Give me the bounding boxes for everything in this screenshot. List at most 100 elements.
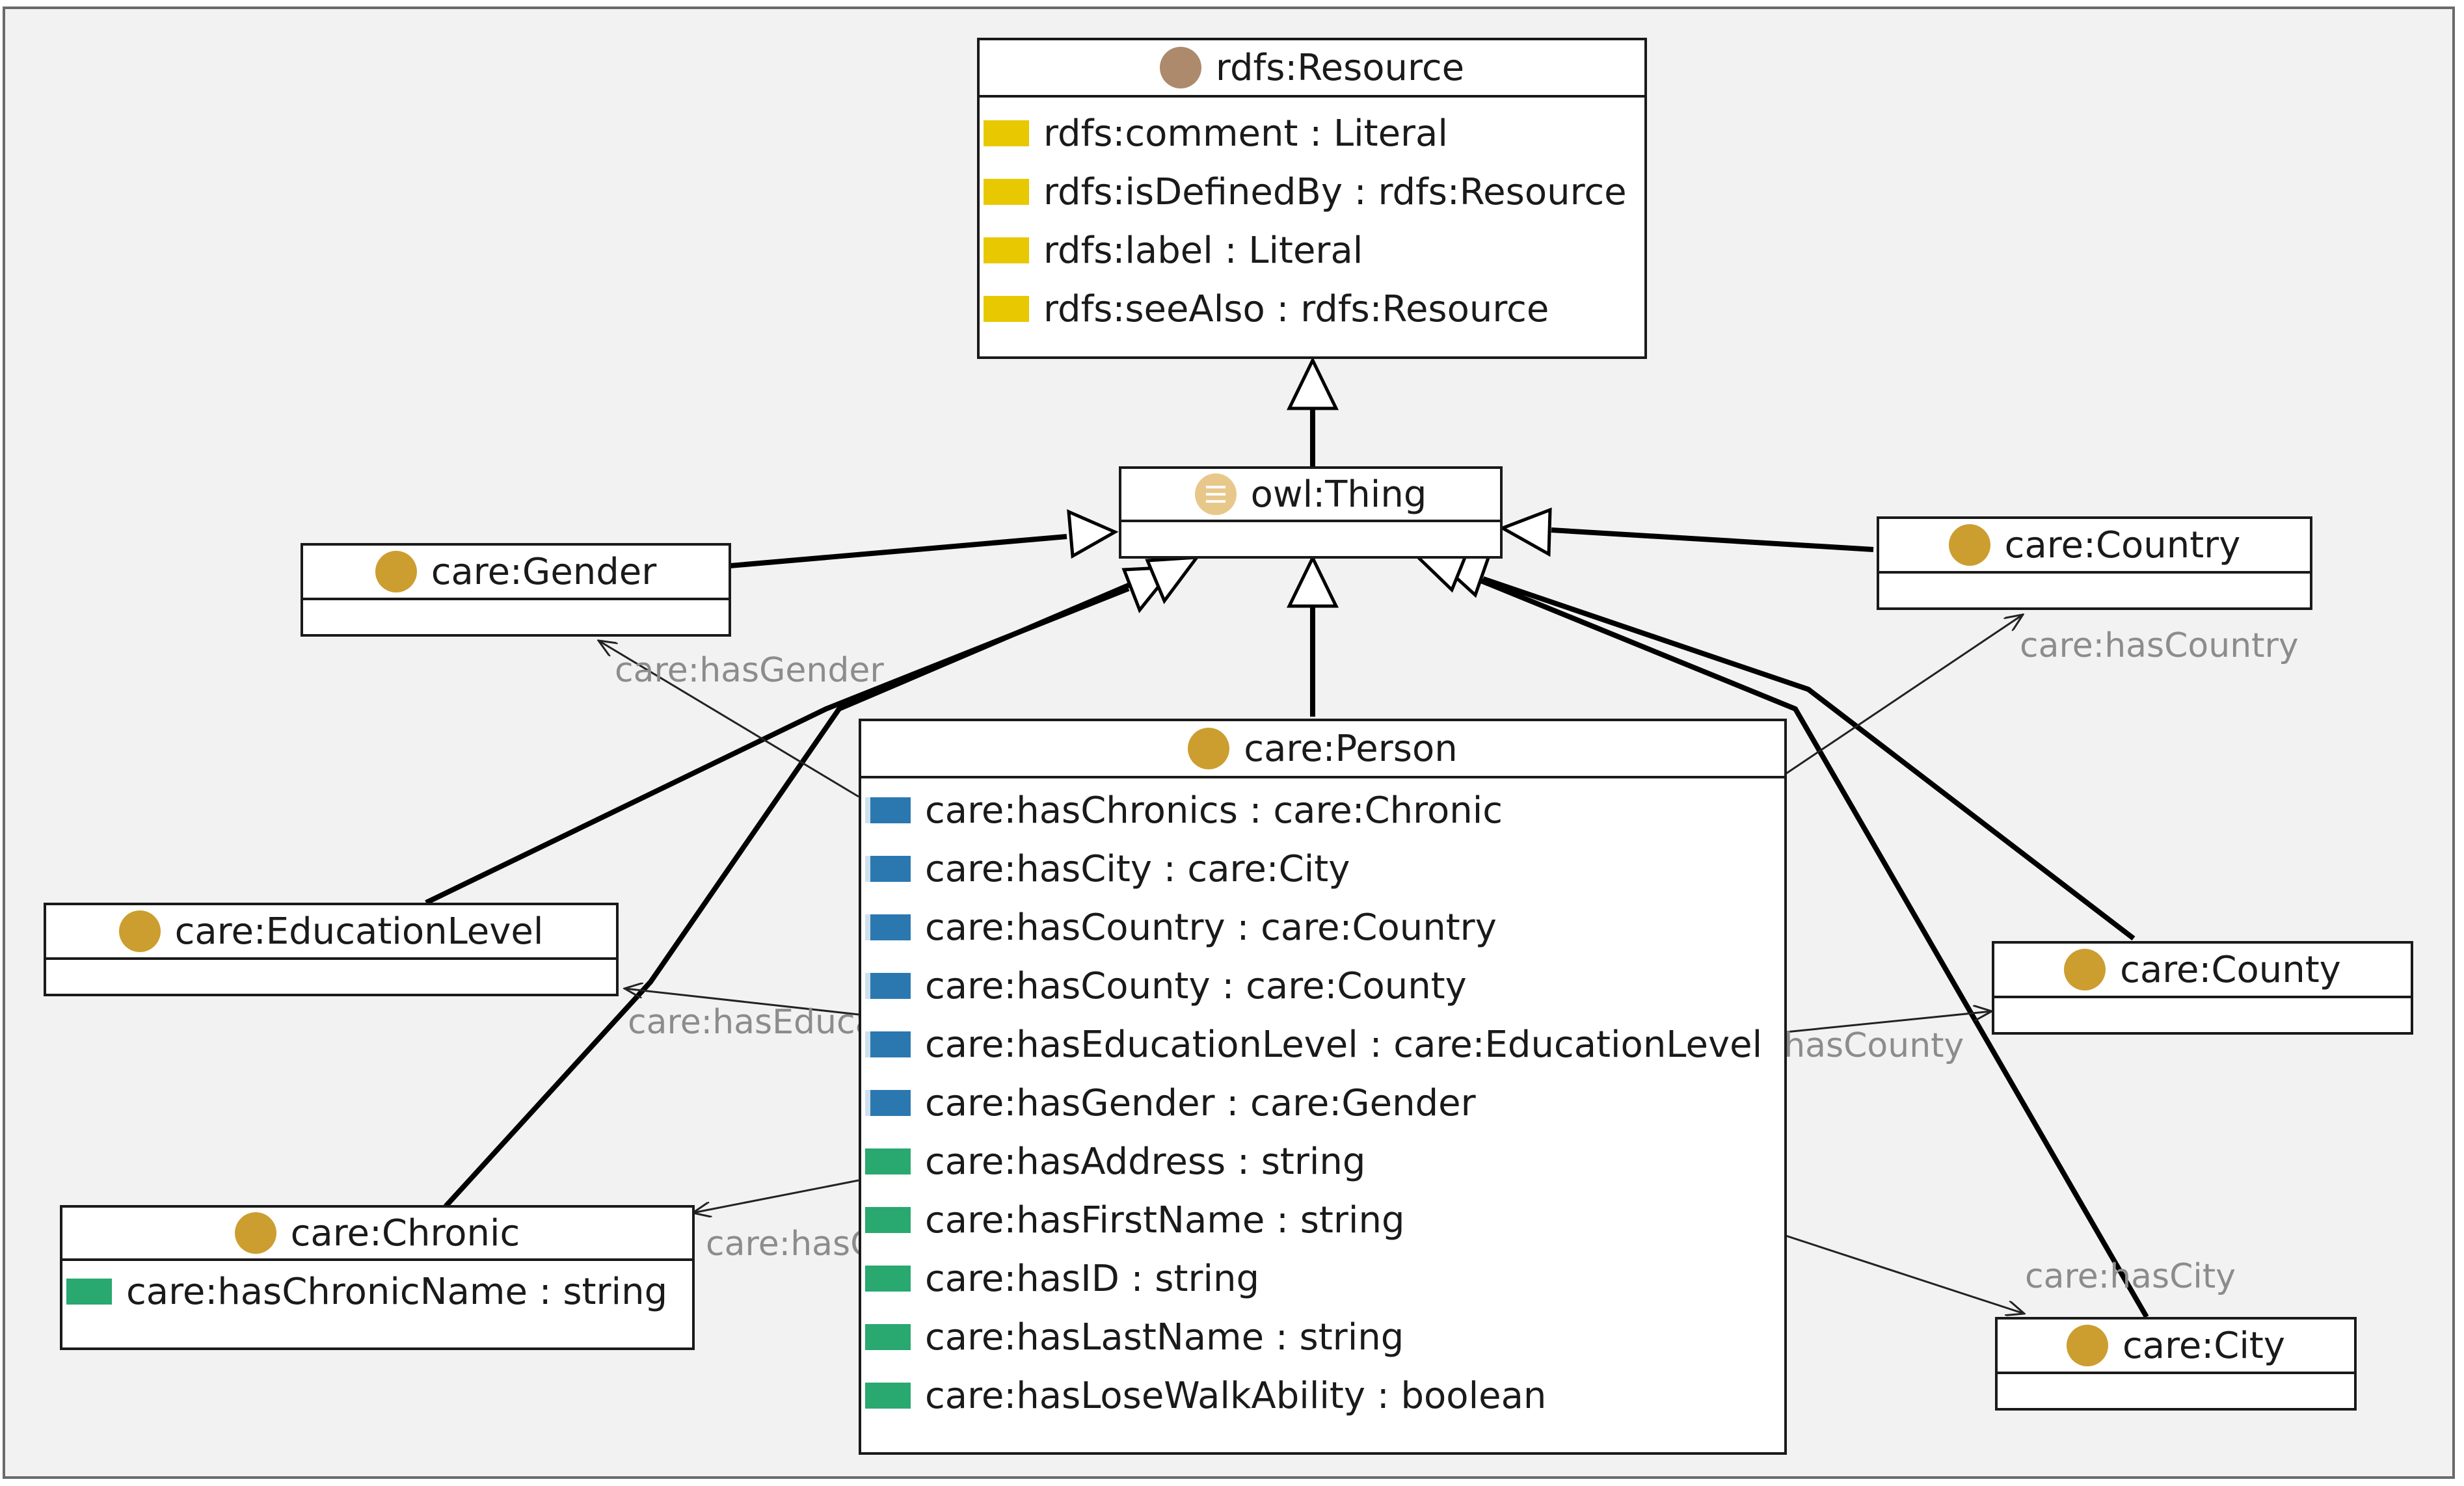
object-property-icon	[865, 914, 911, 940]
class-icon	[1948, 524, 1990, 566]
property-list: rdfs:comment : Literal rdfs:isDefinedBy …	[980, 98, 1644, 338]
edge-has-city	[1785, 1234, 2024, 1314]
property-row[interactable]: care:hasAddress : string	[861, 1132, 1784, 1191]
property-row[interactable]: care:hasCity : care:City	[861, 840, 1784, 898]
property-label: care:hasLastName : string	[925, 1316, 1404, 1359]
property-label: care:hasCity : care:City	[925, 847, 1350, 890]
property-row[interactable]: care:hasEducationLevel : care:EducationL…	[861, 1015, 1784, 1074]
class-care-person[interactable]: care:Person care:hasChronics : care:Chro…	[859, 719, 1787, 1455]
edge-chronic-to-thing	[444, 573, 1153, 1208]
property-label: care:hasID : string	[925, 1257, 1260, 1300]
class-icon	[375, 551, 417, 592]
edge-has-gender	[598, 641, 859, 798]
class-header: owl:Thing	[1121, 469, 1500, 522]
class-name: care:Person	[1244, 727, 1458, 770]
class-care-city[interactable]: care:City	[1995, 1317, 2357, 1411]
property-row[interactable]: care:hasID : string	[861, 1249, 1784, 1308]
edge-label-has-city: care:hasCity	[2025, 1257, 2236, 1296]
data-property-icon	[865, 1324, 911, 1350]
property-label: care:hasLoseWalkAbility : boolean	[925, 1374, 1547, 1417]
edge-label-has-gender: care:hasGender	[615, 651, 884, 690]
edge-label-has-country: care:hasCountry	[2020, 626, 2299, 665]
class-icon	[1188, 728, 1230, 769]
class-name: care:Gender	[431, 550, 657, 593]
property-label: care:hasCountry : care:Country	[925, 906, 1497, 949]
class-header: care:City	[1998, 1320, 2354, 1374]
data-property-icon	[66, 1279, 112, 1305]
edge-gender-to-thing	[729, 534, 1067, 568]
object-property-icon	[865, 797, 911, 823]
property-row[interactable]: care:hasLoseWalkAbility : boolean	[861, 1366, 1784, 1425]
edge-has-chronics	[693, 1179, 859, 1213]
property-row[interactable]: care:hasChronics : care:Chronic	[861, 781, 1784, 840]
property-label: care:hasChronicName : string	[126, 1270, 668, 1313]
class-rdfs-resource[interactable]: rdfs:Resource rdfs:comment : Literal rdf…	[977, 38, 1647, 359]
property-row[interactable]: care:hasLastName : string	[861, 1308, 1784, 1366]
object-property-icon	[865, 1090, 911, 1116]
arrowhead-chronic-to-thing	[1145, 555, 1201, 605]
property-label: care:hasFirstName : string	[925, 1199, 1405, 1241]
property-row[interactable]: rdfs:comment : Literal	[980, 104, 1644, 163]
class-header: care:EducationLevel	[46, 905, 616, 960]
property-label: care:hasAddress : string	[925, 1140, 1366, 1183]
class-care-education-level[interactable]: care:EducationLevel	[44, 903, 619, 996]
resource-class-icon	[1159, 47, 1201, 88]
class-care-gender[interactable]: care:Gender	[301, 543, 731, 637]
property-list: care:hasChronics : care:Chronic care:has…	[861, 778, 1784, 1425]
class-header: care:Chronic	[62, 1208, 692, 1261]
class-owl-thing[interactable]: owl:Thing	[1119, 466, 1503, 559]
edge-has-country	[1785, 615, 2023, 775]
property-row[interactable]: care:hasGender : care:Gender	[861, 1074, 1784, 1132]
object-property-icon	[865, 856, 911, 882]
edge-county-to-thing	[1482, 576, 2136, 941]
class-name: care:Country	[2004, 524, 2241, 566]
edge-city-to-thing	[1459, 570, 2149, 1319]
class-name: care:County	[2120, 948, 2341, 991]
property-label: rdfs:isDefinedBy : rdfs:Resource	[1043, 170, 1627, 213]
data-property-icon	[865, 1266, 911, 1292]
property-row[interactable]: care:hasCounty : care:County	[861, 957, 1784, 1015]
arrowhead-person-to-thing	[1287, 554, 1339, 608]
class-care-country[interactable]: care:Country	[1877, 516, 2312, 610]
annotation-property-icon	[984, 237, 1029, 263]
data-property-icon	[865, 1207, 911, 1233]
edge-country-to-thing	[1551, 527, 1874, 552]
class-name: rdfs:Resource	[1215, 46, 1465, 89]
property-row[interactable]: care:hasCountry : care:Country	[861, 898, 1784, 957]
edge-has-education-level	[624, 988, 859, 1016]
property-row[interactable]: rdfs:seeAlso : rdfs:Resource	[980, 280, 1644, 338]
property-label: rdfs:comment : Literal	[1043, 112, 1448, 155]
property-row[interactable]: care:hasChronicName : string	[62, 1262, 692, 1321]
class-care-chronic[interactable]: care:Chronic care:hasChronicName : strin…	[60, 1205, 695, 1350]
subclass-arrowheads	[1067, 356, 1552, 613]
class-icon	[2064, 949, 2106, 990]
owl-thing-icon	[1194, 473, 1237, 515]
annotation-property-icon	[984, 296, 1029, 322]
object-property-icon	[865, 1031, 911, 1057]
property-row[interactable]: rdfs:label : Literal	[980, 221, 1644, 280]
class-header: rdfs:Resource	[980, 40, 1644, 98]
arrowhead-gender-to-thing	[1067, 509, 1119, 559]
class-header: care:County	[1994, 944, 2411, 998]
annotation-property-icon	[984, 120, 1029, 146]
property-row[interactable]: care:hasFirstName : string	[861, 1191, 1784, 1249]
arrowhead-thing-to-resource	[1287, 356, 1339, 410]
property-row[interactable]: rdfs:isDefinedBy : rdfs:Resource	[980, 163, 1644, 221]
class-care-county[interactable]: care:County	[1992, 941, 2413, 1035]
property-label: rdfs:label : Literal	[1043, 229, 1363, 272]
class-icon	[118, 910, 161, 952]
data-property-icon	[865, 1383, 911, 1409]
class-header: care:Gender	[303, 546, 729, 600]
annotation-property-icon	[984, 179, 1029, 205]
class-name: care:City	[2123, 1324, 2285, 1367]
object-property-edges	[598, 615, 2024, 1314]
property-label: care:hasChronics : care:Chronic	[925, 789, 1503, 832]
data-property-icon	[865, 1148, 911, 1174]
class-header: care:Country	[1879, 519, 2310, 574]
class-name: care:Chronic	[290, 1212, 520, 1254]
property-label: care:hasCounty : care:County	[925, 964, 1467, 1007]
property-label: rdfs:seeAlso : rdfs:Resource	[1043, 287, 1549, 330]
property-list: care:hasChronicName : string	[62, 1261, 692, 1321]
object-property-icon	[865, 973, 911, 999]
